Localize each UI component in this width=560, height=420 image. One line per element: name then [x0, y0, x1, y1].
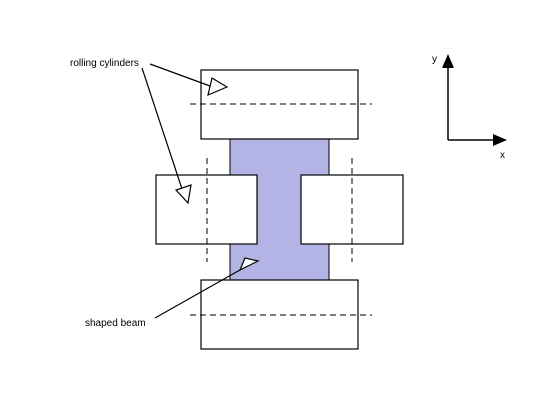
arrowhead-left-roller [174, 184, 192, 205]
arrowhead-beam [238, 257, 260, 272]
axis-label-x: x [500, 150, 505, 161]
leader-line-beam [154, 265, 248, 319]
arrowhead-top-roller [207, 77, 229, 97]
y-axis-arrowhead [442, 54, 454, 68]
axis-label-y: y [432, 54, 437, 65]
leader-line-top-roller [149, 63, 211, 87]
leader-line-left-roller [141, 67, 185, 196]
label-rolling-cylinders: rolling cylinders [70, 58, 139, 69]
label-shaped-beam: shaped beam [85, 318, 146, 329]
x-axis-arrowhead [493, 134, 507, 146]
